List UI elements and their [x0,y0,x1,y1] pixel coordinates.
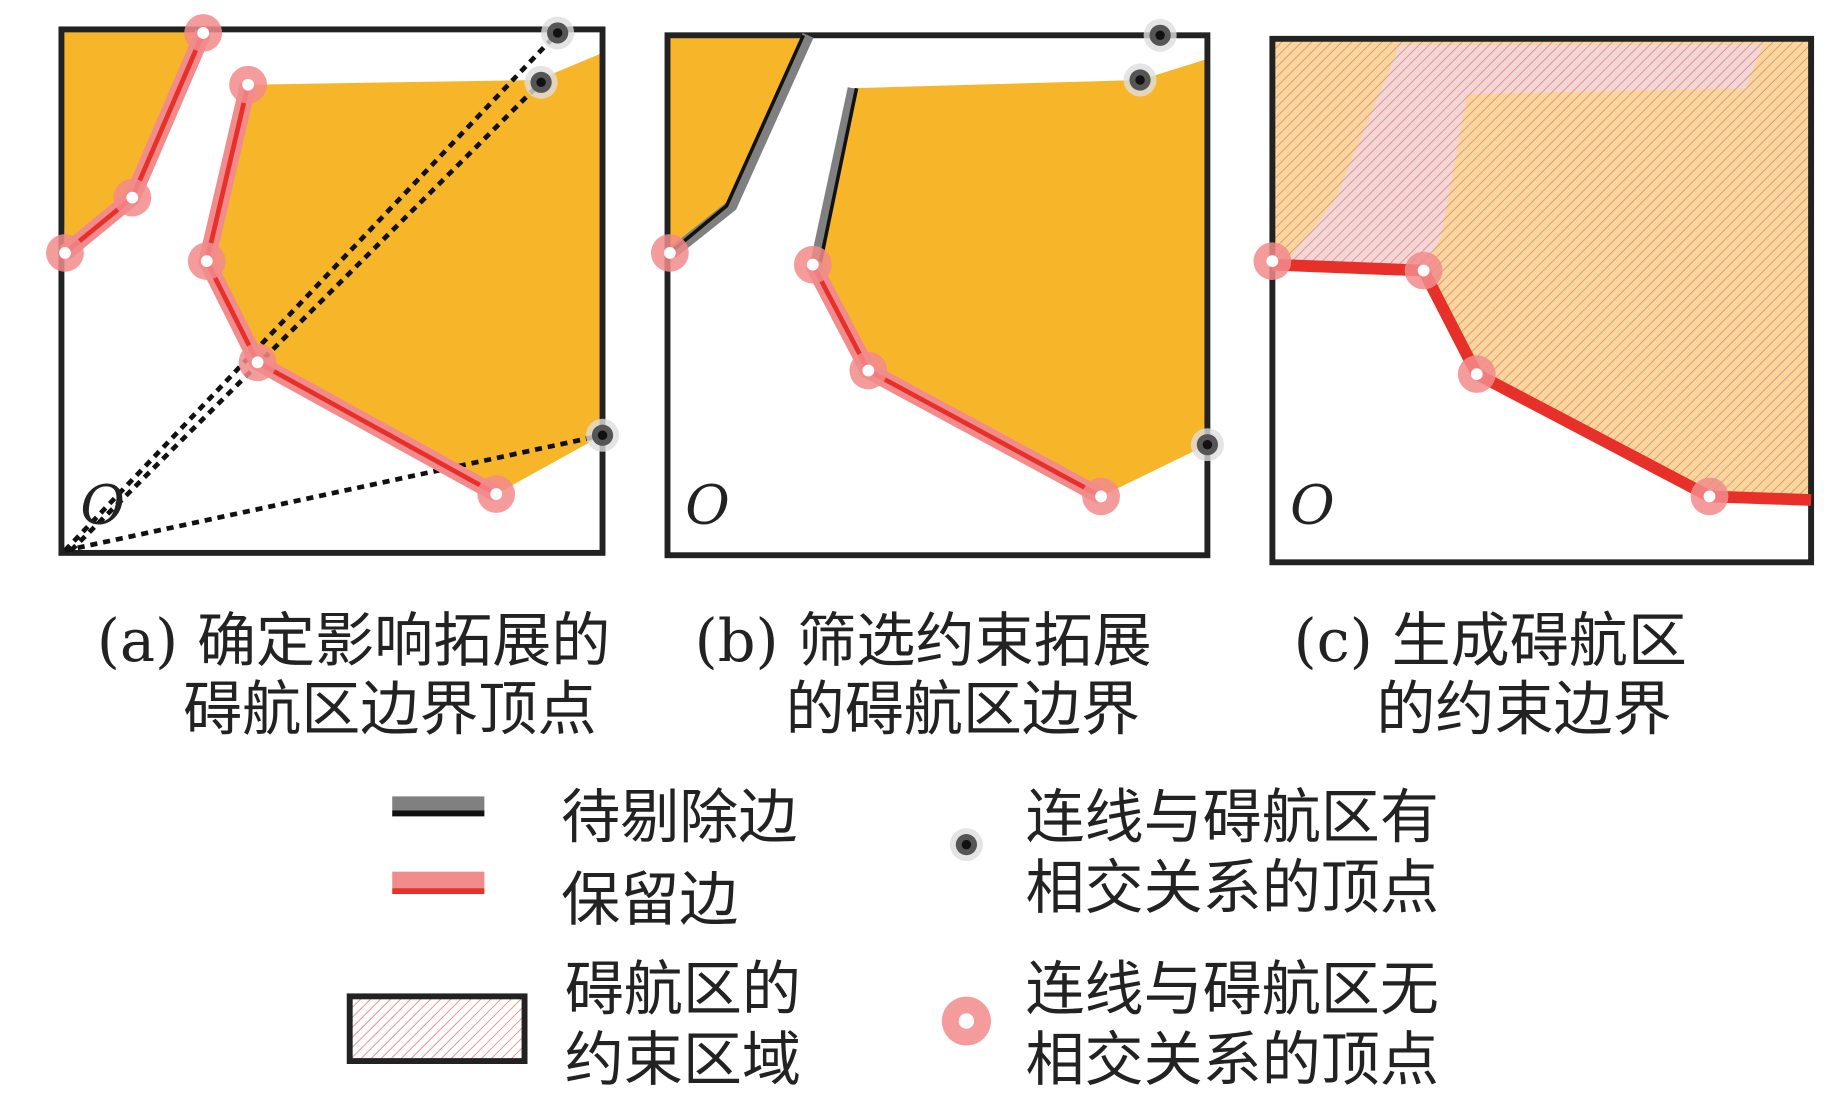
panel-a: O [46,14,620,556]
remove-edge-swatch [392,796,485,811]
sight-lines [63,31,604,553]
constraint-region-swatch [346,993,528,1065]
legend-constraint-line2: 约束区域 [565,1025,801,1094]
origin-label: O [1290,474,1335,537]
legend-keep-edge: 保留边 [561,865,738,934]
panel-b: O [650,18,1224,559]
legend: 待剔除边 保留边 碍航区的 约束区域 连线与碍航区有 相交关系的顶点 连线与碍航… [346,783,1439,1094]
panel-c: O [1253,35,1815,566]
legend-intersect-line1: 连线与碍航区有 [1025,783,1438,852]
legend-nonintersect-line2: 相交关系的顶点 [1025,1025,1438,1094]
caption-a-line2: 碍航区边界顶点 [183,674,596,743]
caption-c-line2: 的约束边界 [1376,674,1671,743]
nonintersect-vertex-icon [941,996,991,1046]
panel-b-frame [664,32,1211,559]
caption-c-line1: (c) 生成碍航区 [1294,606,1687,675]
origin-label: O [685,474,730,537]
panel-c-frame [1269,35,1815,566]
origin-label: O [80,474,125,537]
panel-a-frame [58,26,606,556]
remove-edge [809,87,859,266]
legend-nonintersect-line1: 连线与碍航区无 [1025,954,1438,1023]
caption-b-line2: 的碍航区边界 [786,674,1140,743]
legend-constraint-line1: 碍航区的 [565,954,801,1023]
keep-edge-swatch [392,871,485,889]
intersect-vertex-icon [949,828,983,862]
remove-edge [668,32,814,258]
caption-b-line1: (b) 筛选约束拓展 [695,606,1152,675]
legend-remove-edge: 待剔除边 [561,783,797,852]
caption-a-line1: (a) 确定影响拓展的 [97,606,611,675]
legend-intersect-line2: 相交关系的顶点 [1025,853,1438,922]
